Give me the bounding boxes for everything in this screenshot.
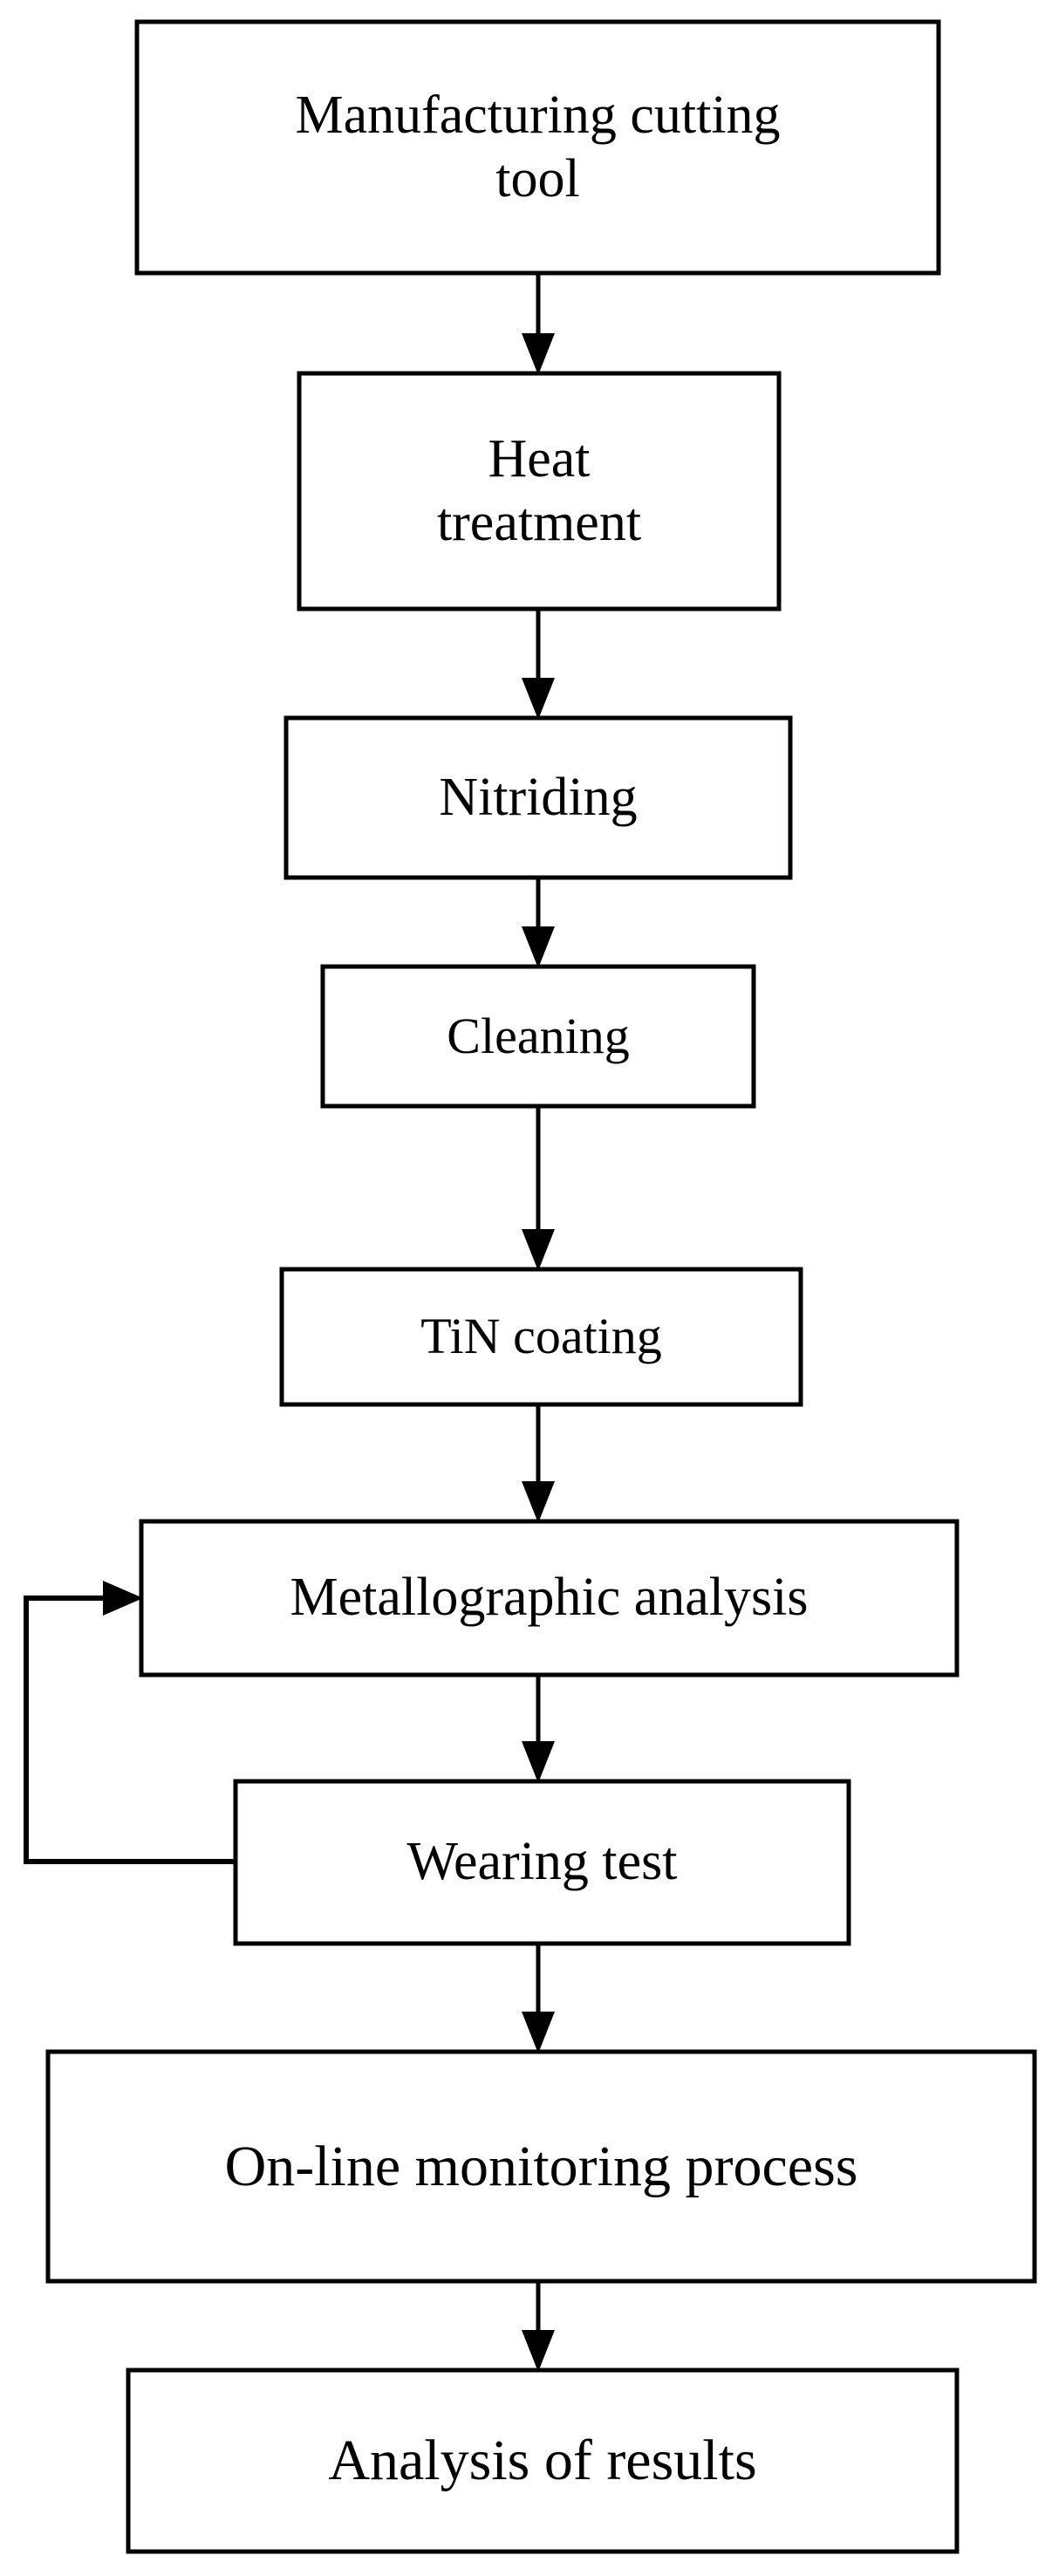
arrow-manufacturing-to-heat <box>522 273 555 375</box>
arrow-tin-to-metallographic <box>522 1404 555 1523</box>
arrow-monitoring-to-analysis <box>522 2281 555 2372</box>
node-box-nitriding[interactable] <box>283 715 793 880</box>
node-box-metallographic-analysis[interactable] <box>139 1519 960 1677</box>
arrow-wearing-to-monitoring <box>522 1944 555 2053</box>
connector-layer <box>24 273 555 2372</box>
arrow-heat-to-nitriding <box>522 609 555 720</box>
arrow-cleaning-to-tin <box>522 1106 555 1271</box>
arrow-nitriding-to-cleaning <box>522 878 555 968</box>
node-box-tin-coating[interactable] <box>279 1267 803 1407</box>
feedback-wearing-to-metallographic <box>24 1581 237 1864</box>
node-box-wearing-test[interactable] <box>233 1779 851 1946</box>
node-box-analysis-of-results[interactable] <box>126 2368 960 2554</box>
node-layer <box>45 19 1037 2554</box>
node-box-manufacturing-cutting-tool[interactable] <box>134 19 941 276</box>
node-box-heat-treatment[interactable] <box>297 371 782 612</box>
node-box-on-line-monitoring-process[interactable] <box>45 2049 1037 2284</box>
node-box-cleaning[interactable] <box>320 964 756 1109</box>
arrow-metallographic-to-wearing <box>522 1675 555 1783</box>
